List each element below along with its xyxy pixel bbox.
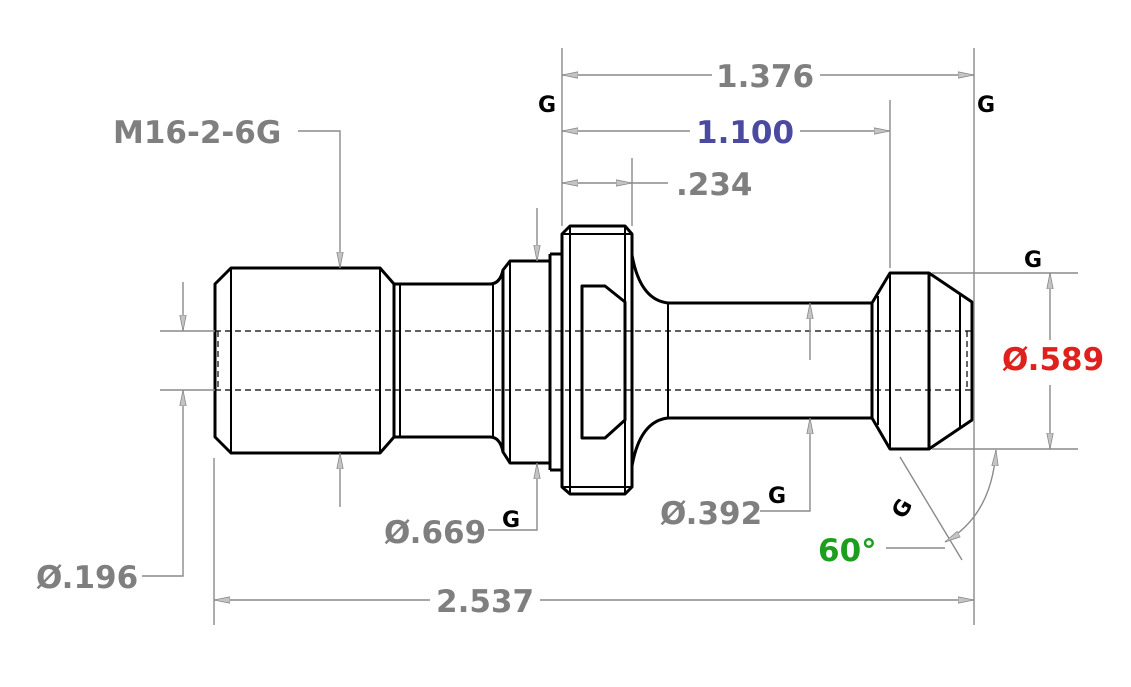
neck-fillet: [630, 254, 669, 467]
pilot-step: [548, 252, 562, 472]
collar-leader: [488, 463, 537, 531]
retention-knob: [870, 271, 974, 451]
dimension-labels: M16-2-6G Ø.196 Ø.669 Ø.392 Ø.589 60° 1.3…: [36, 59, 1104, 620]
dim-234-label: .234: [676, 167, 753, 203]
gdt-mark-g5: G: [768, 484, 786, 509]
gdt-mark-g3: G: [1024, 248, 1042, 273]
dim-1376-label: 1.376: [716, 59, 814, 95]
angle-arc: [944, 450, 996, 543]
gdt-mark-g4: G: [502, 508, 520, 533]
flange: [560, 224, 634, 496]
angle-ext-line: [899, 456, 963, 561]
knob-diameter-label: Ø.589: [1002, 342, 1104, 378]
neck-leader: [760, 418, 810, 512]
gdt-mark-g1: G: [538, 93, 556, 118]
gdt-mark-g2: G: [977, 93, 995, 118]
dimension-lines: [142, 48, 1078, 625]
thread-section: [213, 266, 396, 455]
pull-stud-outline: [213, 224, 974, 496]
collar-diameter-label: Ø.669: [384, 515, 486, 551]
flange-recess: [580, 284, 627, 440]
bore-diameter-label: Ø.196: [36, 560, 138, 596]
bore-leader: [142, 390, 183, 577]
dim-1100-label: 1.100: [696, 115, 794, 151]
gdt-mark-g6: G: [888, 495, 919, 523]
thread-leader: [298, 130, 340, 268]
neck-shaft: [668, 301, 872, 420]
dim-2537-label: 2.537: [436, 584, 534, 620]
relief-shaft: [394, 282, 490, 439]
neck-diameter-label: Ø.392: [660, 496, 762, 532]
thread-callout: M16-2-6G: [113, 115, 281, 151]
angle-label: 60°: [818, 533, 877, 569]
relief-fillet: [489, 269, 505, 453]
